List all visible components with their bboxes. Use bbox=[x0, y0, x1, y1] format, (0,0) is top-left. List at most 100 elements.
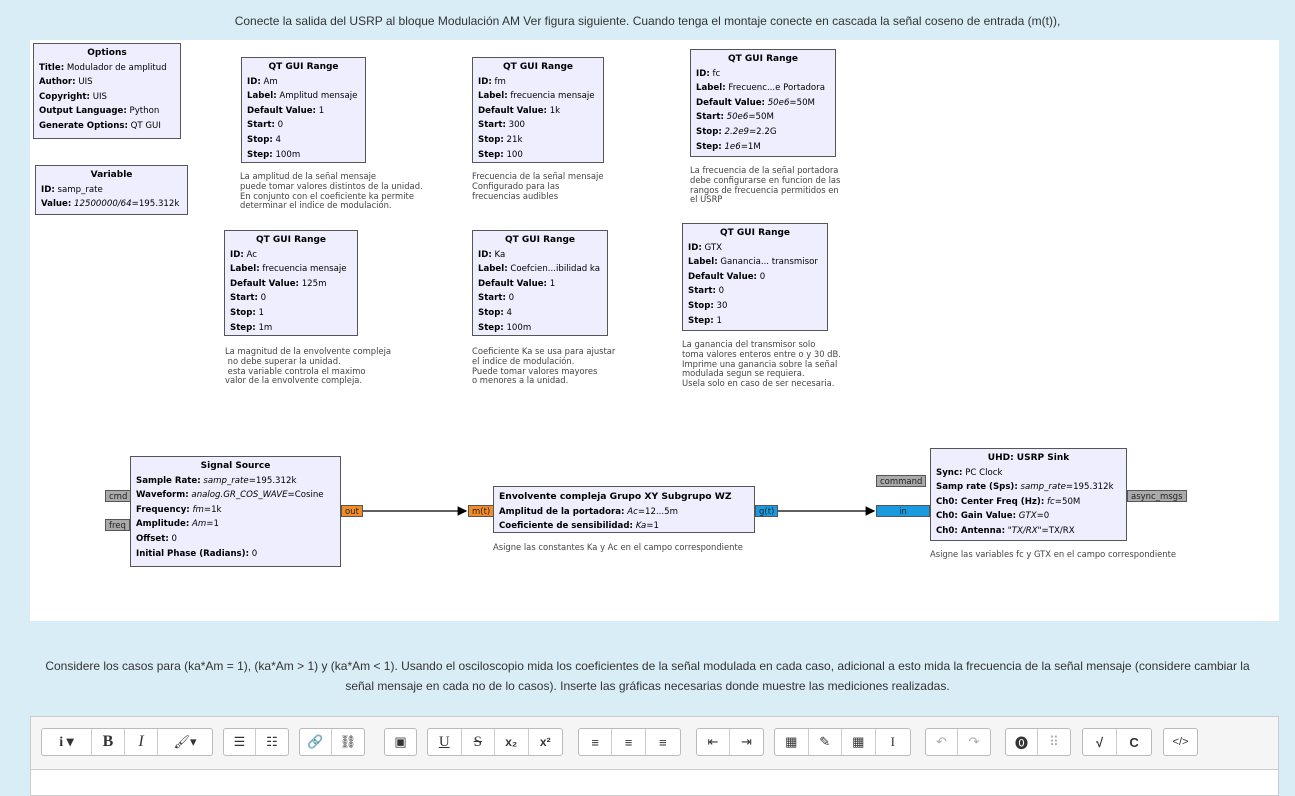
qt-range-fm-block[interactable]: QT GUI Range ID: fm Label: frecuencia me… bbox=[472, 57, 604, 163]
toolbar-group-html: </> bbox=[1163, 728, 1198, 756]
brush-dropdown-button[interactable]: 🖌▾ bbox=[173, 734, 197, 749]
range-line: Step: 1m bbox=[230, 322, 273, 333]
link-icon[interactable]: 🔗 bbox=[300, 729, 333, 755]
range-title: QT GUI Range bbox=[727, 54, 799, 64]
html-source-icon[interactable]: </> bbox=[1172, 736, 1189, 748]
range-line: ID: Am bbox=[247, 76, 278, 87]
equation-icon[interactable]: √ bbox=[1083, 729, 1118, 755]
usrp-sink-comment: Asigne las variables fc y GTX en el camp… bbox=[930, 549, 1177, 559]
toolbar-group-insert: ▦ ✎ ▦ I bbox=[774, 728, 911, 756]
unlink-icon[interactable]: ⛓ bbox=[339, 734, 357, 749]
range-line: Label: Ganancia... transmisor bbox=[688, 257, 818, 268]
variable-block[interactable]: Variable ID: samp_rate Value: 12500000/6… bbox=[35, 165, 188, 215]
toolbar-group-text: U S x₂ x² bbox=[427, 728, 563, 756]
text-cursor-icon[interactable]: I bbox=[890, 734, 895, 749]
port-command[interactable]: command bbox=[876, 475, 927, 487]
signal-source-block[interactable]: Signal Source Sample Rate: samp_rate=195… bbox=[130, 456, 341, 567]
bold-button[interactable]: B bbox=[92, 729, 125, 755]
range-line: Label: frecuencia mensaje bbox=[478, 91, 595, 102]
port-cmd[interactable]: cmd bbox=[105, 490, 132, 502]
envelope-block[interactable]: Envolvente compleja Grupo XY Subgrupo WZ… bbox=[493, 486, 755, 533]
variable-id: ID: samp_rate bbox=[41, 184, 103, 195]
indent-icon[interactable]: ⇥ bbox=[741, 734, 752, 749]
range-line: Stop: 1 bbox=[230, 307, 264, 318]
range-line: Stop: 4 bbox=[478, 307, 512, 318]
numbered-list-icon[interactable]: ☷ bbox=[266, 734, 278, 749]
italic-button[interactable]: I bbox=[125, 729, 158, 755]
qt-range-ac-block[interactable]: QT GUI Range ID: Ac Label: frecuencia me… bbox=[224, 230, 358, 336]
range-title: QT GUI Range bbox=[268, 62, 339, 72]
port-out[interactable]: out bbox=[341, 505, 363, 517]
image-icon[interactable]: ▣ bbox=[394, 734, 407, 749]
range-line: Step: 100m bbox=[478, 322, 532, 333]
range-line: ID: GTX bbox=[688, 242, 723, 253]
info-dropdown-button[interactable]: i ▾ bbox=[42, 729, 92, 755]
range-line: ID: fc bbox=[696, 68, 721, 79]
range-ac-comment: La magnitud de la envolvente compleja no… bbox=[225, 346, 392, 386]
param-line: Waveform: analog.GR_COS_WAVE=Cosine bbox=[136, 490, 324, 501]
chemistry-icon[interactable]: C bbox=[1129, 734, 1139, 750]
range-line: Step: 1e6=1M bbox=[696, 141, 761, 152]
range-line: Stop: 2.2e9=2.2G bbox=[696, 126, 777, 137]
options-block[interactable]: Options Title: Modulador de amplitud Aut… bbox=[33, 43, 181, 139]
range-line: Default Value: 1 bbox=[247, 105, 325, 116]
signal-source-title: Signal Source bbox=[200, 461, 271, 471]
envelope-comment: Asigne las constantes Ka y Ac en el camp… bbox=[493, 542, 743, 552]
range-line: Label: frecuencia mensaje bbox=[230, 264, 347, 275]
port-in[interactable]: in bbox=[876, 505, 930, 517]
range-line: Start: 0 bbox=[478, 293, 515, 304]
undo-icon[interactable]: ↶ bbox=[926, 729, 959, 755]
param-line: Ch0: Antenna: "TX/RX"=TX/RX bbox=[936, 525, 1075, 536]
param-line: Coeficiente de sensibilidad: Ka=1 bbox=[499, 521, 659, 532]
align-right-icon[interactable]: ≡ bbox=[659, 734, 667, 750]
port-async-msgs[interactable]: async_msgs bbox=[1127, 490, 1187, 502]
port-g-t[interactable]: g(t) bbox=[755, 505, 779, 517]
param-line: Frequency: fm=1k bbox=[136, 504, 222, 515]
rich-text-editor[interactable]: i ▾ B I 🖌▾ ☰ ☷ 🔗 ⛓ ▣ U S x₂ x² ≡ ≡ ≡ ⇤ bbox=[30, 716, 1279, 796]
range-title: QT GUI Range bbox=[504, 235, 576, 245]
param-line: Samp rate (Sps): samp_rate=195.312k bbox=[936, 482, 1114, 493]
instruction-top: Conecte la salida del USRP al bloque Mod… bbox=[234, 14, 1061, 28]
align-center-icon[interactable]: ≡ bbox=[612, 729, 646, 755]
usrp-sink-block[interactable]: UHD: USRP Sink Sync: PC Clock Samp rate … bbox=[930, 448, 1127, 541]
toolbar-group-format: i ▾ B I 🖌▾ bbox=[41, 728, 213, 756]
outdent-icon[interactable]: ⇤ bbox=[697, 729, 731, 755]
range-line: Start: 300 bbox=[478, 120, 526, 131]
range-line: Label: Coefcien...ibilidad ka bbox=[478, 264, 600, 275]
toolbar-group-links: 🔗 ⛓ bbox=[299, 728, 365, 756]
param-line: Amplitud de la portadora: Ac=12...5m bbox=[499, 506, 678, 517]
range-line: Start: 0 bbox=[688, 286, 725, 297]
toolbar-group-align: ≡ ≡ ≡ bbox=[578, 728, 681, 756]
port-freq[interactable]: freq bbox=[105, 519, 130, 531]
bullet-list-icon[interactable]: ☰ bbox=[224, 729, 257, 755]
qt-range-fc-block[interactable]: QT GUI Range ID: fc Label: Frecuenc...e … bbox=[690, 49, 836, 157]
param-line: Amplitude: Am=1 bbox=[136, 519, 219, 530]
range-line: Default Value: 0 bbox=[688, 271, 766, 282]
options-line: Generate Options: QT GUI bbox=[39, 120, 161, 131]
param-line: Sample Rate: samp_rate=195.312k bbox=[136, 475, 297, 486]
port-m-t[interactable]: m(t) bbox=[468, 505, 495, 517]
subscript-button[interactable]: x₂ bbox=[495, 729, 529, 755]
range-line: Default Value: 50e6=50M bbox=[696, 97, 815, 108]
range-line: Stop: 21k bbox=[478, 134, 523, 145]
range-title: QT GUI Range bbox=[719, 228, 791, 238]
underline-button[interactable]: U bbox=[428, 729, 462, 755]
qt-range-gtx-block[interactable]: QT GUI Range ID: GTX Label: Ganancia... … bbox=[682, 223, 828, 331]
accessibility-icon[interactable]: ⓿ bbox=[1006, 729, 1039, 755]
range-line: Step: 100m bbox=[247, 149, 301, 160]
range-line: Step: 100 bbox=[478, 149, 523, 160]
align-left-icon[interactable]: ≡ bbox=[579, 729, 613, 755]
calculator-icon[interactable]: ▦ bbox=[775, 729, 809, 755]
braille-icon[interactable]: ⠿ bbox=[1049, 734, 1059, 749]
range-line: Step: 1 bbox=[688, 315, 722, 326]
superscript-button[interactable]: x² bbox=[539, 735, 551, 749]
range-title: QT GUI Range bbox=[255, 235, 327, 245]
strikethrough-button[interactable]: S bbox=[462, 729, 495, 755]
qt-range-am-block[interactable]: QT GUI Range ID: Am Label: Amplitud mens… bbox=[241, 57, 366, 163]
qt-range-ka-block[interactable]: QT GUI Range ID: Ka Label: Coefcien...ib… bbox=[472, 230, 608, 336]
edit-icon[interactable]: ✎ bbox=[809, 729, 842, 755]
range-ka-comment: Coeficiente Ka se usa para ajustar el in… bbox=[472, 346, 616, 386]
options-line: Author: UIS bbox=[39, 77, 93, 88]
table-icon[interactable]: ▦ bbox=[842, 729, 876, 755]
redo-icon[interactable]: ↷ bbox=[968, 734, 980, 749]
